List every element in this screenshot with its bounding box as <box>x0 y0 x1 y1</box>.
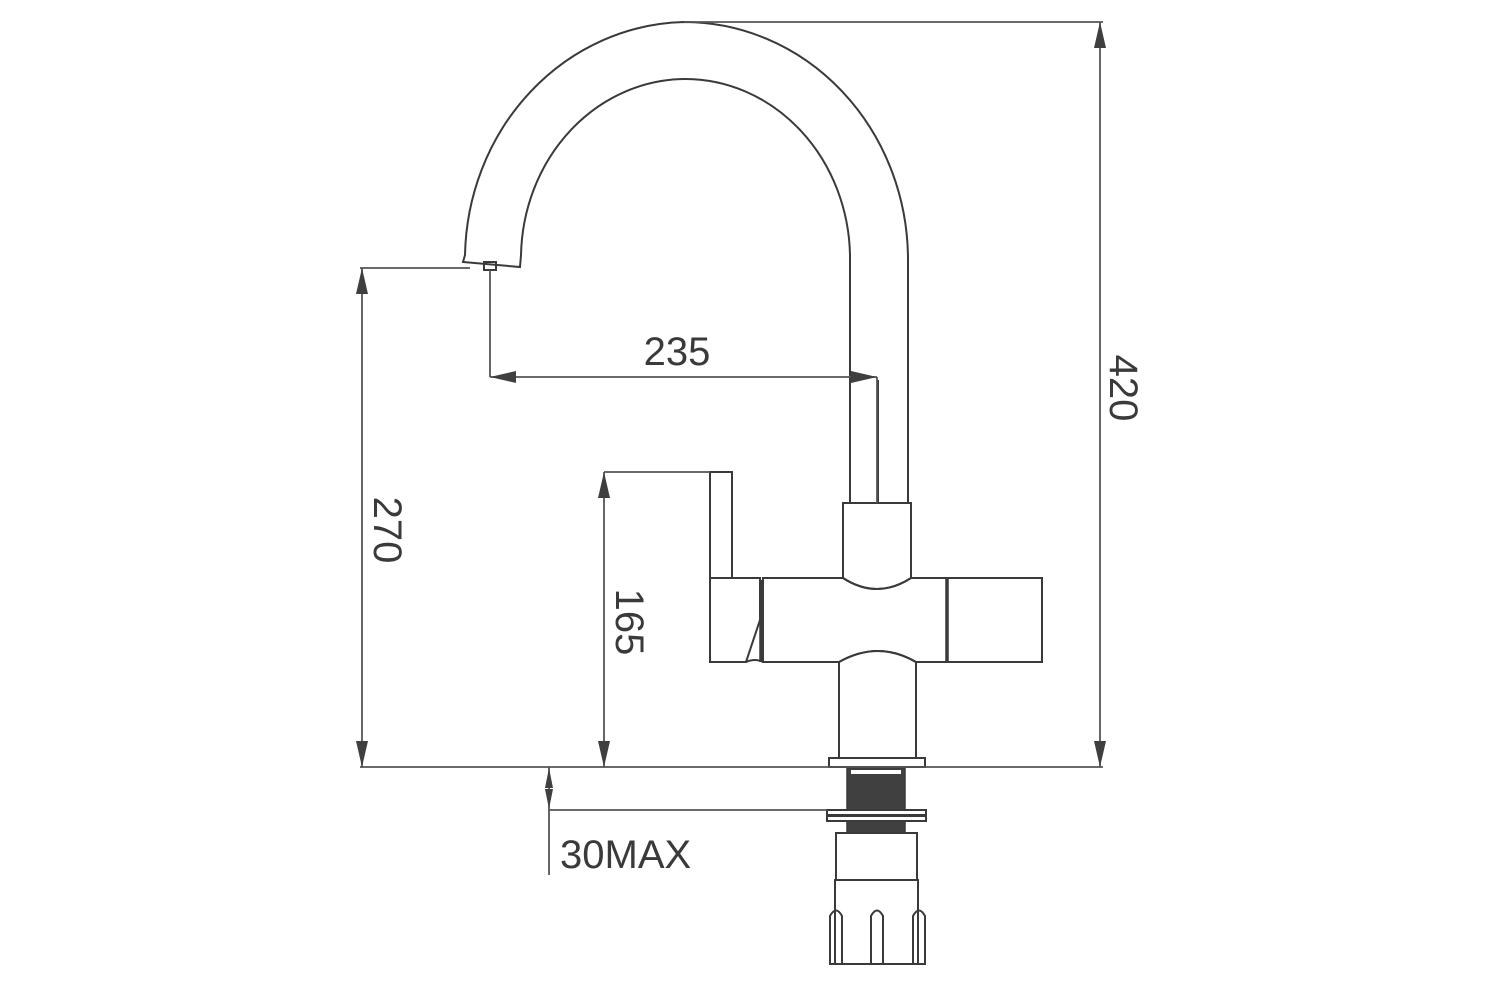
lever-handle <box>709 471 764 663</box>
dimension-label-270: 270 <box>365 497 409 564</box>
connector-nut <box>829 832 926 965</box>
dimension-label-420: 420 <box>1101 355 1145 422</box>
dimension-label-30max: 30MAX <box>560 833 691 877</box>
base-column <box>828 650 926 768</box>
dimension-235: 235 <box>489 270 878 503</box>
dimension-30max: 30MAX <box>545 767 691 877</box>
dimension-label-235: 235 <box>644 330 711 374</box>
spout-collar <box>842 502 912 590</box>
mounting-shank <box>826 767 927 834</box>
dimension-270: 270 <box>356 267 470 767</box>
dimension-165: 165 <box>598 471 710 767</box>
valve-body <box>762 577 1043 663</box>
dimension-label-165: 165 <box>607 589 651 656</box>
dimension-420: 420 <box>684 21 1145 767</box>
spout <box>461 20 909 503</box>
